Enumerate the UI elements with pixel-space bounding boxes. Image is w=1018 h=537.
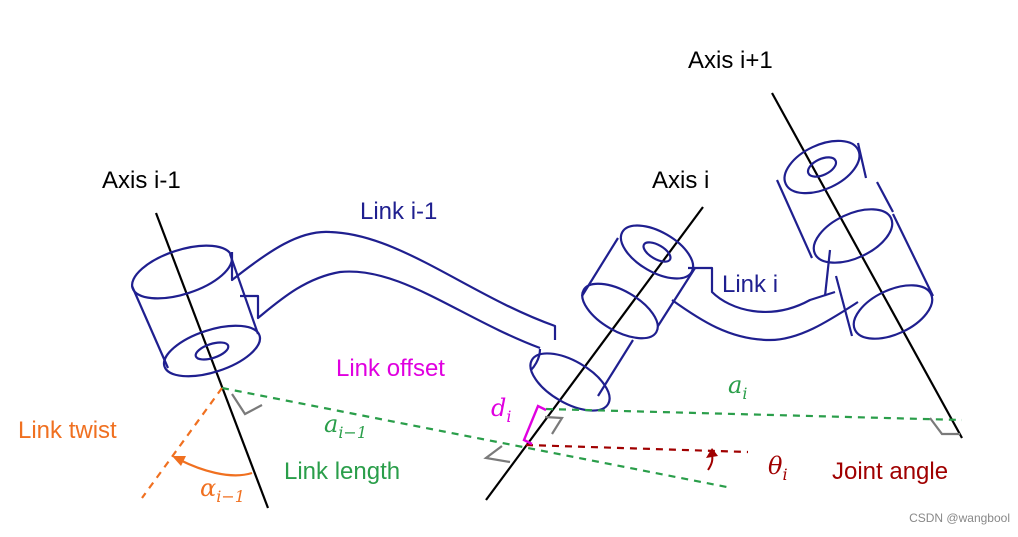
common-normal-i xyxy=(545,407,963,422)
link-offset-bracket xyxy=(522,404,547,446)
symbol-alpha-prev: αi−1 xyxy=(200,474,245,506)
twist-arrowhead xyxy=(172,456,186,466)
symbol-theta-i: θi xyxy=(768,452,788,484)
joint-angle-arrowhead xyxy=(706,448,718,458)
axis-line-next xyxy=(771,92,963,439)
common-normal-prev xyxy=(221,386,733,490)
symbol-d-i: di xyxy=(491,394,512,426)
axis-line-i xyxy=(485,206,704,501)
symbol-a-i: ai xyxy=(728,371,747,403)
symbol-a-prev: ai−1 xyxy=(324,410,367,442)
axis-i-label: Axis i xyxy=(652,167,709,194)
link-prev-body xyxy=(130,230,557,378)
link-length-label: Link length xyxy=(284,458,400,485)
twist-reference-line xyxy=(141,387,223,499)
right-angle-markers xyxy=(231,393,960,464)
axis-next-label: Axis i+1 xyxy=(688,47,773,74)
link-twist-label: Link twist xyxy=(18,417,117,444)
watermark-text: CSDN @wangbool xyxy=(909,511,1010,525)
axis-prev-label: Axis i-1 xyxy=(102,167,181,194)
joint-next-body xyxy=(775,139,934,340)
axis-line-prev xyxy=(154,212,270,509)
joint-angle-label: Joint angle xyxy=(832,458,948,485)
twist-angle-arc xyxy=(179,459,253,477)
link-i-body xyxy=(671,249,859,342)
joint-angle-reference-line xyxy=(525,443,749,454)
link-offset-label: Link offset xyxy=(336,355,445,382)
link-i-label: Link i xyxy=(722,271,778,298)
joint-i-body xyxy=(529,224,696,412)
link-prev-label: Link i-1 xyxy=(360,198,437,225)
